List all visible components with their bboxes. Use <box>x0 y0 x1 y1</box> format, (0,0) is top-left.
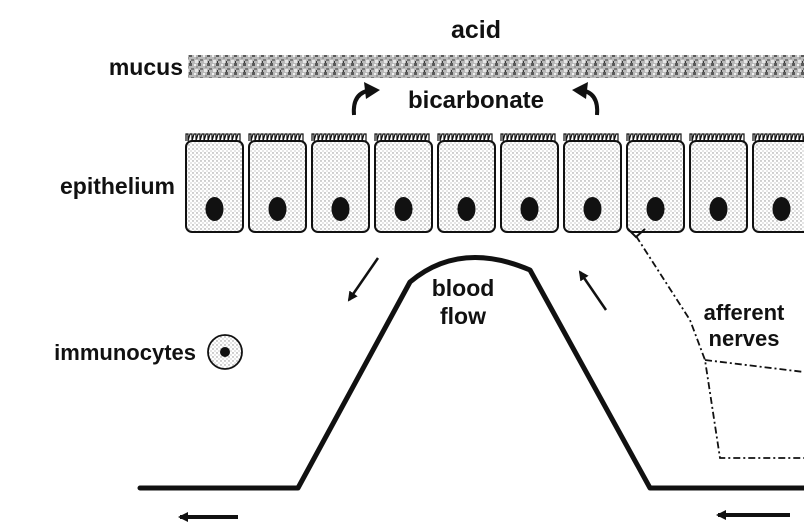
curved-arrow-icon <box>572 82 597 115</box>
blood-flow-label-line2: flow <box>440 303 486 329</box>
bicarbonate-label: bicarbonate <box>408 87 544 114</box>
epithelial-cell <box>501 134 558 232</box>
epithelial-cell <box>690 134 747 232</box>
epithelial-cell <box>186 134 243 232</box>
mucus-layer <box>188 55 804 78</box>
epithelial-cell <box>249 134 306 232</box>
cell-nucleus <box>647 197 665 221</box>
epithelial-cell <box>627 134 684 232</box>
microvilli <box>249 134 303 141</box>
epithelial-cell <box>312 134 369 232</box>
microvilli <box>375 134 429 141</box>
cell-nucleus <box>584 197 602 221</box>
cell-nucleus <box>332 197 350 221</box>
cell-nucleus <box>395 197 413 221</box>
afferent-nerves-label-line1: afferent <box>704 300 785 325</box>
epithelial-cell <box>564 134 621 232</box>
epithelium-layer <box>186 134 804 232</box>
straight-arrow-icon <box>349 258 378 300</box>
epithelial-cell <box>438 134 495 232</box>
cell-nucleus <box>773 197 791 221</box>
acid-label: acid <box>451 16 501 44</box>
cell-nucleus <box>269 197 287 221</box>
microvilli <box>186 134 240 141</box>
straight-arrow-icon <box>580 272 606 310</box>
epithelial-cell <box>375 134 432 232</box>
microvilli <box>438 134 492 141</box>
microvilli <box>627 134 681 141</box>
blood-flow-label-line1: blood <box>432 275 495 301</box>
microvilli <box>564 134 618 141</box>
epithelial-cell <box>753 134 804 232</box>
immunocytes-label: immunocytes <box>54 340 196 365</box>
cell-nucleus <box>521 197 539 221</box>
microvilli <box>501 134 555 141</box>
microvilli <box>312 134 366 141</box>
epithelium-label: epithelium <box>60 173 175 199</box>
afferent-nerves-label-line2: nerves <box>709 326 780 351</box>
microvilli <box>753 134 804 141</box>
curved-arrow-icon <box>354 82 380 115</box>
cell-nucleus <box>206 197 224 221</box>
microvilli <box>690 134 744 141</box>
cell-nucleus <box>458 197 476 221</box>
mucus-label: mucus <box>109 54 183 80</box>
cell-nucleus <box>710 197 728 221</box>
immunocyte-icon <box>208 335 242 369</box>
